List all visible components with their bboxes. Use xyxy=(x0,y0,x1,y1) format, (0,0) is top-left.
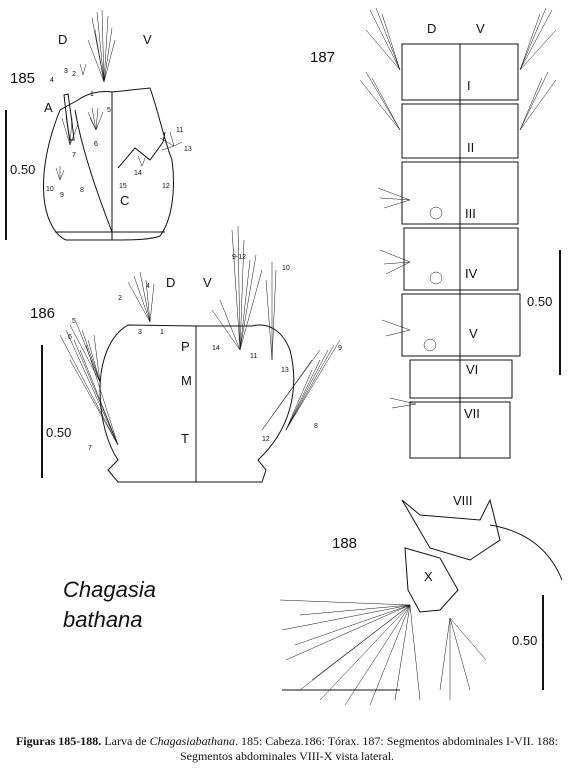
fig185-seta-11: 11 xyxy=(176,127,183,134)
fig188-segment-x-label: X xyxy=(424,569,433,584)
fig185-seta-8: 8 xyxy=(80,187,84,194)
fig186-seta-12: 12 xyxy=(262,436,270,443)
fig186-ventral-label: V xyxy=(203,275,212,290)
fig185-frontoclypeal-suture xyxy=(74,109,113,233)
fig187-abdomen: 187 D V I II III IV V VI VII xyxy=(310,7,561,459)
fig187-setae-tufts xyxy=(359,7,557,409)
fig187-body-outline xyxy=(401,43,521,459)
fig186-seta-3: 3 xyxy=(138,329,142,336)
fig186-prothorax-label: P xyxy=(181,339,190,354)
species-name-genus: Chagasia xyxy=(63,577,156,602)
fig186-metathorax-label: T xyxy=(181,431,189,446)
fig186-seta-14: 14 xyxy=(212,345,220,352)
fig185-seta-2: 2 xyxy=(72,71,76,78)
fig185-seta-4: 4 xyxy=(50,77,54,84)
fig185-setae-tufts xyxy=(55,9,183,181)
caption-text-2: . 185: Cabeza.186: Tórax. 187: Segmentos… xyxy=(179,734,559,763)
caption-text-1: Larva de xyxy=(101,734,150,748)
fig187-segment-I: I xyxy=(467,78,471,93)
fig185-antenna xyxy=(63,93,75,141)
fig185-seta-6: 6 xyxy=(94,141,98,148)
fig186-dorsal-label: D xyxy=(166,275,175,290)
fig188-siphon-process xyxy=(489,524,563,581)
fig188-segment-viii-label: VIII xyxy=(453,493,473,508)
fig186-seta-13: 13 xyxy=(281,367,289,374)
fig188-scale-label: 0.50 xyxy=(512,633,537,648)
fig185-number: 185 xyxy=(10,70,35,87)
fig188-ventral-brush xyxy=(279,599,487,705)
fig188-terminal-segments: 188 VIII X 0.50 xyxy=(279,493,563,705)
fig187-dorsal-label: D xyxy=(427,21,436,36)
fig186-scale-label: 0.50 xyxy=(46,425,71,440)
fig187-scale-label: 0.50 xyxy=(527,294,552,309)
fig188-segment-x-outline xyxy=(404,547,459,613)
fig185-seta-3: 3 xyxy=(64,68,68,75)
caption-figure-range: Figuras 185-188. xyxy=(15,734,102,748)
fig185-scale-label: 0.50 xyxy=(10,162,35,177)
fig187-segment-IV: IV xyxy=(465,266,478,281)
fig186-thorax-outline xyxy=(99,324,295,483)
fig186-seta-9: 9 xyxy=(338,345,342,352)
fig186-tuft-label: 9-12 xyxy=(232,254,246,261)
fig186-seta-11: 11 xyxy=(250,353,257,360)
fig185-ventral-label: V xyxy=(143,32,152,47)
fig187-segment-V: V xyxy=(469,326,478,341)
fig187-segment-II: II xyxy=(467,140,474,155)
fig185-seta-12: 12 xyxy=(162,183,170,190)
fig186-seta-8: 8 xyxy=(314,423,318,430)
fig185-seta-15: 15 xyxy=(119,183,127,190)
fig185-seta-10: 10 xyxy=(46,186,54,193)
fig186-number: 186 xyxy=(30,305,55,322)
fig185-dorsal-label: D xyxy=(58,32,67,47)
fig186-mesothorax-label: M xyxy=(181,373,192,388)
fig185-seta-7: 7 xyxy=(72,152,76,159)
fig187-ventral-label: V xyxy=(476,21,485,36)
fig188-segment-viii-outline xyxy=(401,498,501,561)
fig187-segment-VII: VII xyxy=(464,406,480,421)
figure-plate: 185 D V A C 0.50 1 2 3 xyxy=(5,7,563,705)
fig187-segment-III: III xyxy=(465,206,476,221)
fig185-seta-5: 5 xyxy=(107,107,111,114)
fig185-seta-13: 13 xyxy=(184,146,192,153)
species-name-epithet: bathana xyxy=(63,607,143,632)
fig185-antenna-label: A xyxy=(44,100,53,115)
fig186-thorax: 186 D V P M T 9-12 0.50 1 2 3 4 5 6 7 8 xyxy=(30,225,342,483)
fig185-head-capsule xyxy=(42,91,113,241)
fig186-seta-5: 5 xyxy=(72,318,76,325)
fig185-ventral-outline xyxy=(111,87,174,241)
fig185-seta-14: 14 xyxy=(134,170,142,177)
fig187-segment-VI: VI xyxy=(466,362,478,377)
fig186-setae-tufts xyxy=(59,225,341,446)
fig186-seta-1: 1 xyxy=(160,329,164,336)
fig186-setae-numbers: 1 2 3 4 5 6 7 8 9 10 11 12 13 14 xyxy=(68,265,342,452)
fig185-clypeus-label: C xyxy=(120,193,129,208)
fig185-setae-numbers: 1 2 3 4 5 6 7 8 9 10 11 12 13 14 15 xyxy=(46,68,192,199)
fig185-seta-9: 9 xyxy=(60,192,64,199)
fig185-head: 185 D V A C 0.50 1 2 3 xyxy=(5,9,192,241)
fig186-seta-6: 6 xyxy=(68,334,72,341)
fig188-number: 188 xyxy=(332,535,357,552)
caption-species: Chagasiabathana xyxy=(149,734,235,748)
fig186-seta-2: 2 xyxy=(118,295,122,302)
fig186-seta-7: 7 xyxy=(88,445,92,452)
fig185-ventral-plate xyxy=(117,131,166,169)
fig186-seta-10: 10 xyxy=(282,265,290,272)
fig186-seta-4: 4 xyxy=(146,283,150,290)
fig185-seta-1: 1 xyxy=(90,91,94,98)
fig187-segment-labels: I II III IV V VI VII xyxy=(464,78,480,421)
fig187-palmate-setae xyxy=(423,206,443,352)
fig187-number: 187 xyxy=(310,49,335,66)
figure-caption: Figuras 185-188. Larva de Chagasiabathan… xyxy=(4,734,570,764)
